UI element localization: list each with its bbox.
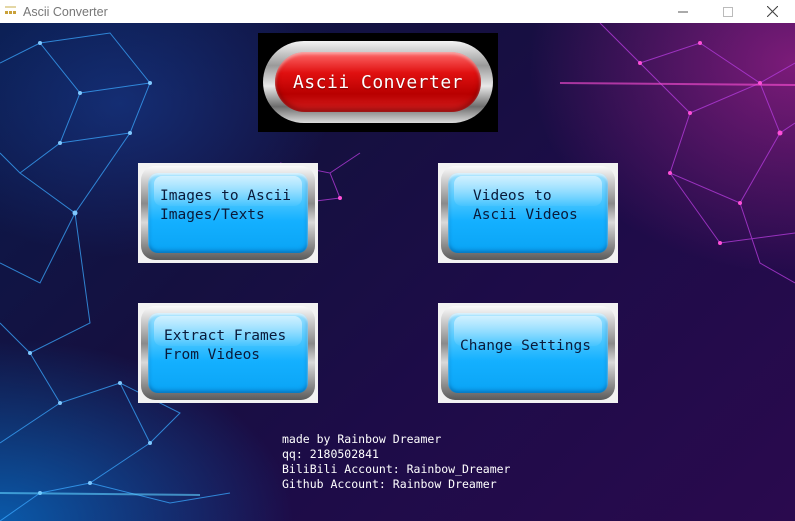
- extract-frames-button[interactable]: Extract Frames From Videos: [138, 303, 318, 403]
- app-icon: [5, 5, 17, 18]
- button-face: Extract Frames From Videos: [148, 313, 308, 393]
- images-to-ascii-label-line1: Images to Ascii: [160, 188, 291, 204]
- minimize-button[interactable]: [660, 0, 705, 23]
- minimize-icon: [677, 11, 688, 12]
- images-to-ascii-label-line2: Images/Texts: [160, 207, 265, 223]
- videos-to-ascii-label-line2: Ascii Videos: [473, 207, 578, 223]
- main-title-label: Ascii Converter: [275, 52, 481, 112]
- credits-qq: qq: 2180502841: [282, 447, 379, 461]
- close-icon: [767, 6, 778, 17]
- button-bezel: Images to Ascii Images/Texts: [141, 166, 315, 260]
- images-to-ascii-button[interactable]: Images to Ascii Images/Texts: [138, 163, 318, 263]
- button-face: Change Settings: [448, 313, 608, 393]
- button-bezel: Change Settings: [441, 306, 615, 400]
- credits-bilibili: BiliBili Account: Rainbow_Dreamer: [282, 462, 511, 476]
- change-settings-button[interactable]: Change Settings: [438, 303, 618, 403]
- videos-to-ascii-label-line1: Videos to: [473, 188, 552, 204]
- window-title: Ascii Converter: [23, 4, 108, 19]
- maximize-icon: [722, 6, 733, 17]
- button-face: Videos to Ascii Videos: [448, 173, 608, 253]
- main-canvas: Ascii Converter Images to Ascii Images/T…: [0, 23, 795, 521]
- extract-frames-label-line2: From Videos: [164, 347, 261, 363]
- main-title-button[interactable]: Ascii Converter: [258, 33, 498, 132]
- change-settings-label: Change Settings: [460, 338, 591, 354]
- credits-made-by: made by Rainbow Dreamer: [282, 432, 442, 446]
- window-titlebar: Ascii Converter: [0, 0, 795, 23]
- credits-block: made by Rainbow Dreamer qq: 2180502841 B…: [282, 432, 510, 492]
- button-bezel: Videos to Ascii Videos: [441, 166, 615, 260]
- extract-frames-label-line1: Extract Frames: [164, 328, 287, 344]
- close-button[interactable]: [750, 0, 795, 23]
- button-bezel: Extract Frames From Videos: [141, 306, 315, 400]
- maximize-button[interactable]: [705, 0, 750, 23]
- main-title-bezel: Ascii Converter: [263, 41, 493, 123]
- button-face: Images to Ascii Images/Texts: [148, 173, 308, 253]
- credits-github: Github Account: Rainbow Dreamer: [282, 477, 497, 491]
- videos-to-ascii-button[interactable]: Videos to Ascii Videos: [438, 163, 618, 263]
